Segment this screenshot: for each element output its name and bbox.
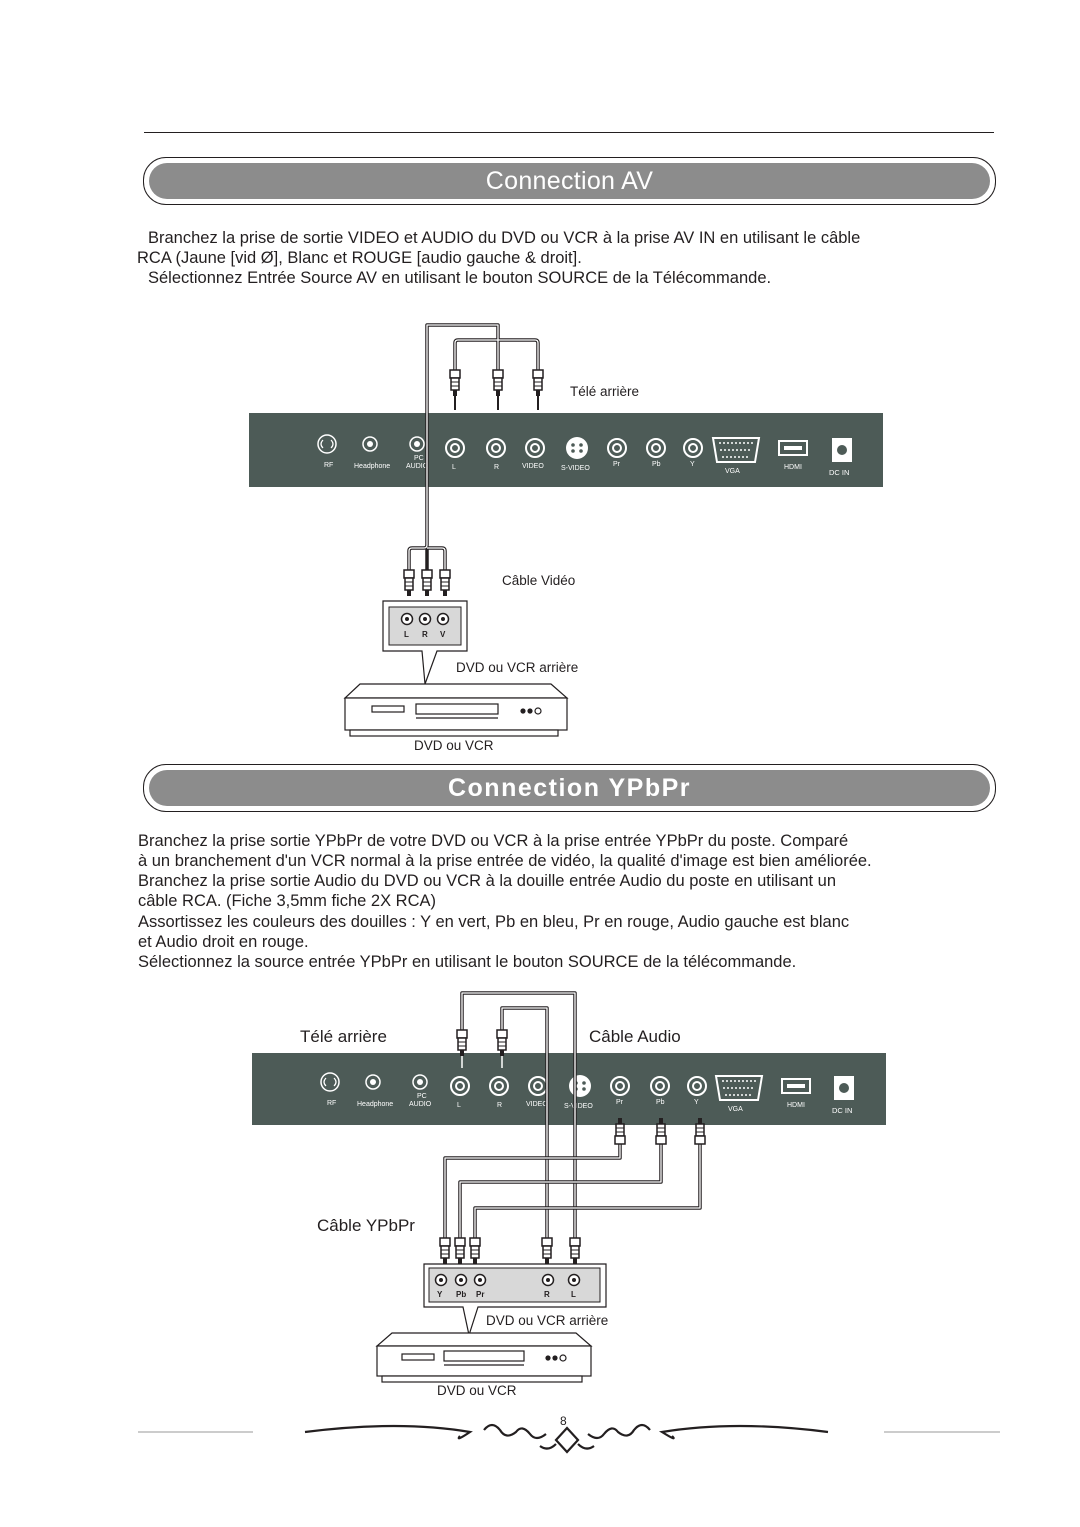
panel-label-headphone: Headphone	[357, 1101, 393, 1108]
panel-label-audio: AUDIO	[406, 463, 429, 470]
av-device-rear-callout: L R V	[382, 600, 468, 685]
av-device-rear-label: DVD ou VCR arrière	[456, 660, 579, 675]
jack-label-l: L	[404, 630, 409, 639]
vga-port-icon	[711, 437, 761, 463]
rca-plug-icon	[456, 1029, 468, 1057]
panel-label-l: L	[457, 1102, 461, 1109]
tv-rear-panel-av: RF Headphone PC AUDIO L R VIDEO S-VIDEO …	[249, 413, 883, 487]
av-paragraph-line-3: Sélectionnez Entrée Source AV en utilisa…	[148, 269, 772, 287]
av-dvd-player-icon	[343, 683, 569, 737]
panel-label-headphone: Headphone	[354, 463, 390, 470]
panel-label-vga: VGA	[725, 468, 740, 475]
vga-port-icon	[714, 1075, 764, 1101]
ypbpr-cable-label: Câble YPbPr	[317, 1216, 415, 1235]
av-paragraph-line-2: RCA (Jaune [vid Ø], Blanc et ROUGE [audi…	[137, 249, 582, 267]
banner-fill: Connection YPbPr	[149, 770, 990, 806]
panel-label-pb: Pb	[656, 1099, 665, 1106]
jack-label-r: R	[422, 630, 428, 639]
panel-label-dcin: DC IN	[832, 1106, 852, 1115]
rca-plug-icon	[421, 569, 433, 597]
tv-rear-panel-ypbpr: RF Headphone PC AUDIO L R VIDEO S-VIDEO …	[252, 1053, 886, 1125]
audio-cable-inner	[461, 992, 576, 1238]
svideo-port-icon	[566, 437, 588, 459]
panel-label-pr: Pr	[613, 461, 621, 468]
panel-label-pr: Pr	[616, 1099, 624, 1106]
rca-plug-icon	[532, 369, 544, 397]
ypbpr-cable-inner	[444, 1144, 701, 1238]
rca-plug-icon	[469, 1237, 481, 1265]
ypbpr-paragraph-line-3: Branchez la prise sortie Audio du DVD ou…	[138, 872, 837, 890]
av-paragraph-line-1: Branchez la prise de sortie VIDEO et AUD…	[148, 229, 861, 247]
rca-plug-icon	[403, 569, 415, 597]
panel-label-l: L	[452, 464, 456, 471]
ypbpr-paragraph-line-5: Assortissez les couleurs des douilles : …	[138, 913, 850, 931]
jack-label-pb: Pb	[456, 1290, 466, 1299]
jack-label-y: Y	[437, 1290, 443, 1299]
rca-plug-icon	[449, 369, 461, 397]
panel-label-video: VIDEO	[522, 463, 544, 470]
ypbpr-tv-rear-label: Télé arrière	[300, 1027, 387, 1046]
panel-label-rf: RF	[324, 462, 333, 469]
rca-plug-icon	[569, 1237, 581, 1265]
jack-label-v: V	[440, 630, 446, 639]
section-banner-av: Connection AV	[143, 157, 996, 205]
panel-label-audio: AUDIO	[409, 1101, 432, 1108]
header-rule	[144, 132, 994, 133]
rca-plug-icon	[492, 369, 504, 397]
panel-label-hdmi: HDMI	[784, 464, 802, 471]
rca-plug-icon	[439, 569, 451, 597]
section-title-ypbpr: Connection YPbPr	[447, 773, 691, 802]
section-title-av: Connection AV	[485, 166, 654, 195]
section-banner-ypbpr: Connection YPbPr	[143, 764, 996, 812]
rca-plug-icon	[439, 1237, 451, 1265]
rf-port-icon	[317, 434, 337, 454]
jack-label-r: R	[544, 1290, 550, 1299]
panel-label-rf: RF	[327, 1100, 336, 1107]
rf-port-icon	[320, 1072, 340, 1092]
panel-label-video: VIDEO	[526, 1101, 548, 1108]
ypbpr-paragraph-line-7: Sélectionnez la source entrée YPbPr en u…	[138, 953, 797, 971]
hdmi-port-icon	[778, 440, 808, 456]
hdmi-port-icon	[781, 1078, 811, 1094]
ypbpr-paragraph-line-1: Branchez la prise sortie YPbPr de votre …	[138, 832, 849, 850]
panel-label-pc: PC	[414, 455, 424, 462]
ypbpr-paragraph-line-6: et Audio droit en rouge.	[138, 933, 309, 951]
panel-label-vga: VGA	[728, 1106, 743, 1113]
panel-label-y: Y	[690, 461, 695, 468]
panel-label-hdmi: HDMI	[787, 1102, 805, 1109]
panel-label-r: R	[497, 1102, 502, 1109]
av-tv-rear-label: Télé arrière	[570, 384, 640, 399]
ypbpr-device-label: DVD ou VCR	[437, 1383, 517, 1398]
ypbpr-device-rear-callout: Y Pb Pr R L	[423, 1263, 607, 1338]
ypbpr-device-rear-label: DVD ou VCR arrière	[486, 1313, 609, 1328]
footer-ornament	[304, 1423, 829, 1454]
panel-label-pb: Pb	[652, 461, 661, 468]
rca-plug-icon	[541, 1237, 553, 1265]
panel-label-pc: PC	[417, 1093, 427, 1100]
rca-plug-icon	[454, 1237, 466, 1265]
audio-cable-label: Câble Audio	[589, 1027, 681, 1046]
page-number: 8	[560, 1414, 567, 1428]
ypbpr-dvd-player-icon	[375, 1332, 593, 1383]
ypbpr-paragraph-line-4: câble RCA. (Fiche 3,5mm fiche 2X RCA)	[138, 892, 437, 910]
svideo-port-icon	[569, 1075, 591, 1097]
dc-in-port-icon	[832, 438, 852, 462]
rca-plug-icon	[496, 1029, 508, 1057]
jack-label-pr: Pr	[476, 1290, 484, 1299]
banner-fill: Connection AV	[149, 163, 990, 199]
panel-label-dcin: DC IN	[829, 468, 849, 477]
jack-label-l: L	[571, 1290, 576, 1299]
av-device-label: DVD ou VCR	[414, 738, 494, 753]
panel-label-r: R	[494, 464, 499, 471]
av-video-cable-inner	[408, 324, 539, 570]
dc-in-port-icon	[834, 1076, 854, 1100]
ypbpr-paragraph-line-2: à un branchement d'un VCR normal à la pr…	[138, 852, 872, 870]
av-cable-label: Câble Vidéo	[502, 573, 576, 588]
panel-label-y: Y	[694, 1099, 699, 1106]
panel-label-svideo: S-VIDEO	[564, 1103, 593, 1110]
panel-label-svideo: S-VIDEO	[561, 465, 590, 472]
